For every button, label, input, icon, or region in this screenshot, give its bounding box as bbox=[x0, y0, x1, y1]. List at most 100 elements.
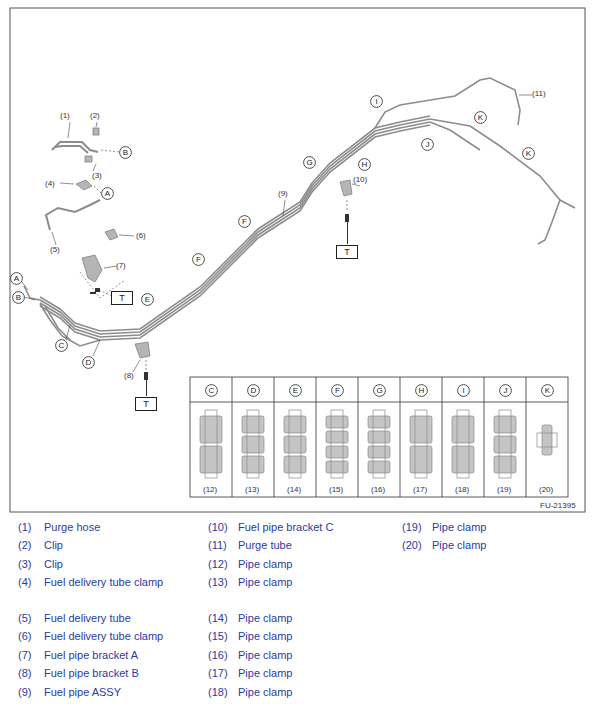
circled-letter: C bbox=[55, 339, 68, 352]
callout-number: (4) bbox=[45, 180, 55, 189]
node-text: D bbox=[251, 387, 257, 395]
legend-entry: (5) bbox=[18, 612, 31, 624]
torque-box: T bbox=[111, 291, 133, 305]
circle-shape bbox=[458, 385, 470, 397]
clamp-shape bbox=[242, 456, 264, 473]
circled-letter: C bbox=[205, 384, 218, 397]
fuel-delivery-tube bbox=[46, 200, 100, 230]
clamp-outline bbox=[373, 410, 385, 478]
callout-number: (19) bbox=[497, 486, 511, 495]
callout-number: (3) bbox=[92, 172, 102, 181]
circled-letter: A bbox=[101, 187, 114, 200]
node-text: B bbox=[123, 149, 128, 157]
legend-entry: (9) bbox=[18, 686, 31, 698]
node-text: A bbox=[105, 190, 110, 198]
legend-entry: Fuel pipe bracket B bbox=[44, 667, 139, 679]
legend-entry: Fuel delivery tube clamp bbox=[44, 576, 163, 588]
legend-entry: Pipe clamp bbox=[238, 630, 292, 642]
circle-shape bbox=[422, 139, 434, 151]
clamp-images bbox=[200, 410, 557, 478]
node-text: E bbox=[293, 387, 298, 395]
node-text: E bbox=[145, 296, 150, 304]
legend-entry: (12) bbox=[208, 558, 228, 570]
circle-shape bbox=[120, 147, 132, 159]
figure-code: FU-21395 bbox=[540, 502, 576, 511]
circled-letter: I bbox=[370, 95, 383, 108]
circle-shape bbox=[13, 292, 25, 304]
legend-entry: Pipe clamp bbox=[432, 521, 486, 533]
circled-letter: E bbox=[289, 384, 302, 397]
node-text: H bbox=[419, 387, 425, 395]
circle-shape bbox=[416, 385, 428, 397]
node-text: H bbox=[362, 161, 368, 169]
clamp-shape bbox=[242, 416, 264, 433]
clamp-shape bbox=[242, 436, 264, 453]
clamp-shape bbox=[326, 416, 348, 428]
clamp-outline bbox=[289, 410, 301, 478]
clamp-outline bbox=[537, 433, 557, 447]
circled-letter: J bbox=[421, 138, 434, 151]
circle-shape bbox=[102, 188, 114, 200]
legend-entry: Pipe clamp bbox=[238, 558, 292, 570]
clamp-shape bbox=[494, 436, 516, 453]
callout-number: (5) bbox=[50, 246, 60, 255]
legend-entry: (13) bbox=[208, 576, 228, 588]
callout-number: (2) bbox=[90, 112, 100, 121]
node-text: J bbox=[504, 387, 508, 395]
legend-entry: (16) bbox=[208, 649, 228, 661]
callout-number: (8) bbox=[124, 372, 134, 381]
callout-number: (13) bbox=[245, 486, 259, 495]
legend-entry: Pipe clamp bbox=[238, 667, 292, 679]
legend-entry: Clip bbox=[44, 539, 63, 551]
legend-entry: Purge tube bbox=[238, 539, 292, 551]
node-text: K bbox=[478, 114, 483, 122]
clamp-shape bbox=[200, 446, 222, 473]
circled-letter: G bbox=[373, 384, 386, 397]
circle-shape bbox=[11, 273, 23, 285]
legend-entry: (10) bbox=[208, 521, 228, 533]
clamp-shape bbox=[368, 416, 390, 428]
clamp-shape bbox=[410, 416, 432, 443]
circle-shape bbox=[193, 254, 205, 266]
circled-letter: F bbox=[331, 384, 344, 397]
legend-entry: (14) bbox=[208, 612, 228, 624]
clamp-shape bbox=[452, 446, 474, 473]
circled-letter: K bbox=[541, 384, 554, 397]
circled-letter: F bbox=[238, 215, 251, 228]
clamp-shape bbox=[368, 446, 390, 458]
legend-entry: (8) bbox=[18, 667, 31, 679]
node-text: C bbox=[209, 387, 215, 395]
torque-box: T bbox=[135, 397, 157, 411]
legend-entry: (3) bbox=[18, 558, 31, 570]
circle-shape bbox=[359, 159, 371, 171]
callout-number: (10) bbox=[353, 176, 367, 185]
legend-entry: (1) bbox=[18, 521, 31, 533]
legend-entry: (17) bbox=[208, 667, 228, 679]
circle-shape bbox=[304, 157, 316, 169]
circled-letter: H bbox=[358, 158, 371, 171]
node-text: G bbox=[306, 159, 312, 167]
clamp-table bbox=[190, 377, 568, 497]
callout-number: (18) bbox=[455, 486, 469, 495]
legend-entry: (11) bbox=[208, 539, 227, 551]
circle-shape bbox=[248, 385, 260, 397]
legend-entry: Pipe clamp bbox=[238, 649, 292, 661]
bolts bbox=[90, 214, 349, 396]
node-text: J bbox=[426, 141, 430, 149]
callout-number: (9) bbox=[278, 190, 288, 199]
purge-hose bbox=[52, 142, 98, 153]
circle-shape bbox=[239, 216, 251, 228]
circle-shape bbox=[142, 294, 154, 306]
legend-entry: Pipe clamp bbox=[238, 576, 292, 588]
clamp-shape bbox=[284, 416, 306, 433]
node-text: I bbox=[462, 387, 464, 395]
circle-shape bbox=[374, 385, 386, 397]
node-text: F bbox=[196, 256, 201, 264]
legend-entry: (6) bbox=[18, 630, 31, 642]
circle-shape bbox=[542, 385, 554, 397]
node-text: A bbox=[14, 275, 19, 283]
circled-letter: D bbox=[82, 356, 95, 369]
clamp-shape bbox=[368, 461, 390, 473]
circled-letter: E bbox=[141, 293, 154, 306]
